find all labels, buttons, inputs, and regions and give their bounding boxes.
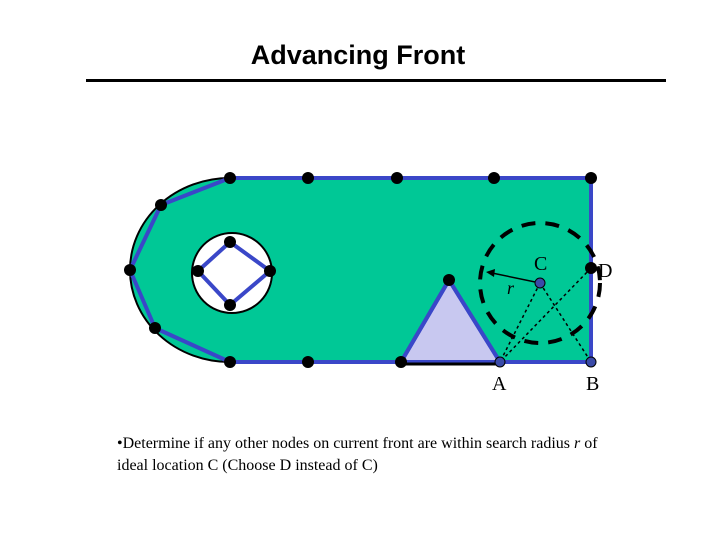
ideal-node-C	[534, 277, 546, 289]
label-C: C	[534, 253, 547, 275]
caption-radius-var: r	[574, 435, 581, 452]
title-underline	[86, 79, 666, 82]
label-D: D	[598, 260, 612, 282]
radius-arrow	[491, 272, 541, 284]
radius-arrowhead	[486, 269, 495, 277]
candidate-links	[499, 267, 592, 363]
label-A: A	[492, 373, 507, 395]
caption-suffix: of ideal location C (Choose D instead of…	[117, 435, 598, 474]
label-B: B	[586, 373, 599, 395]
label-r: r	[507, 278, 515, 298]
front-nodes	[124, 172, 597, 368]
caption-prefix: •Determine if any other nodes on current…	[117, 435, 574, 452]
search-radius-circle	[478, 221, 602, 345]
caption-text: •Determine if any other nodes on current…	[117, 433, 617, 477]
node-B	[585, 356, 597, 368]
slide-title: Advancing Front	[250, 40, 466, 70]
mesh-domain	[129, 177, 592, 363]
node-A	[494, 356, 506, 368]
node-D	[585, 262, 597, 274]
